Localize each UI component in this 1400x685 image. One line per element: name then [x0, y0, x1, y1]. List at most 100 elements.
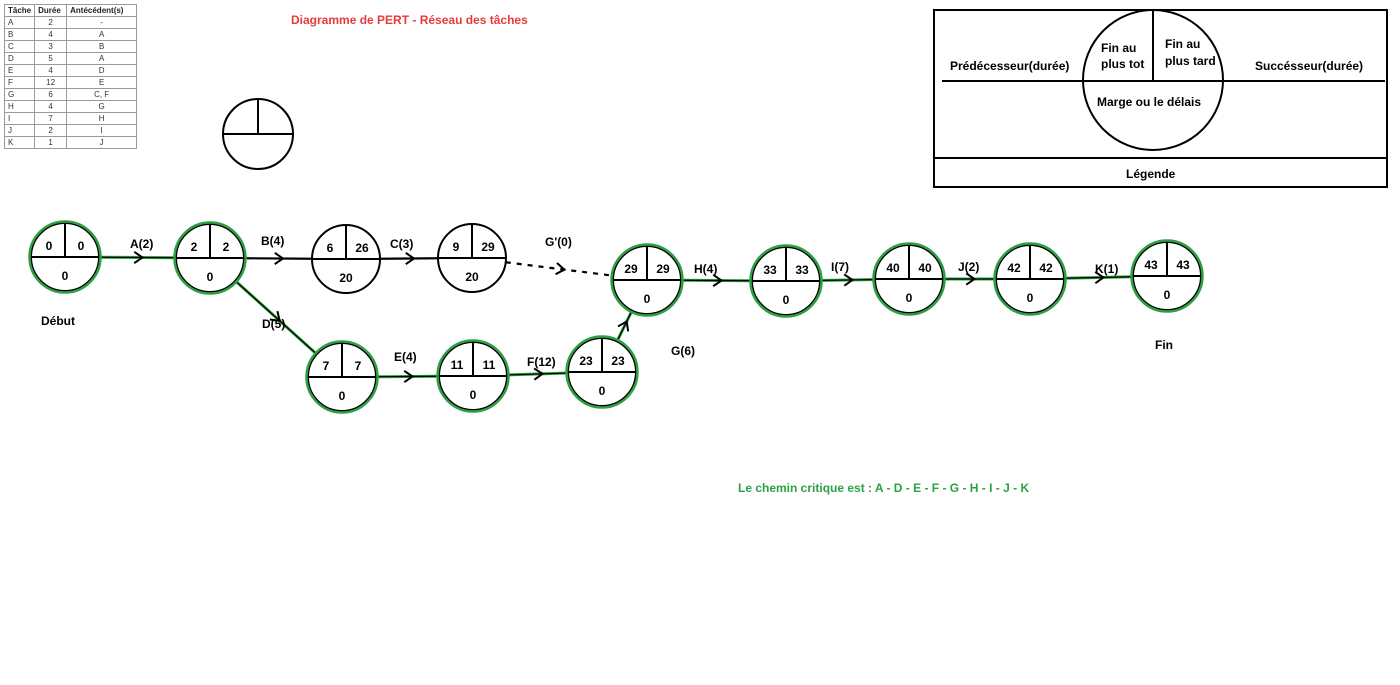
node-slack: 0 — [599, 384, 606, 398]
start-label: Début — [41, 314, 75, 328]
node-slack: 20 — [339, 271, 353, 285]
task-table-header: Tâche Durée Antécédent(s) — [3, 4, 138, 17]
node-slack: 0 — [470, 388, 477, 402]
legend-late-line1: Fin au — [1165, 37, 1200, 51]
node-early: 9 — [453, 240, 460, 254]
edge: C(3) — [379, 237, 439, 265]
node-early: 6 — [327, 241, 334, 255]
edge-label: D(5) — [262, 317, 285, 331]
critical-path-text: Le chemin critique est : A - D - E - F -… — [738, 481, 1029, 495]
edge-label: C(3) — [390, 237, 413, 251]
node-critical-ring — [993, 242, 1067, 316]
edge-arrowhead — [533, 367, 545, 381]
node-early: 23 — [579, 354, 593, 368]
node-late: 29 — [656, 262, 670, 276]
edge-line — [234, 280, 318, 355]
diagram-title: Diagramme de PERT - Réseau des tâches — [291, 13, 528, 27]
edge-line — [506, 372, 569, 376]
node-critical-ring — [1130, 239, 1204, 313]
node-early: 40 — [886, 261, 900, 275]
edge: F(12) — [506, 355, 569, 381]
legend-successor: Succésseur(durée) — [1255, 59, 1363, 73]
edge: H(4) — [680, 262, 753, 287]
node-late: 11 — [483, 358, 496, 372]
legend-early-line2: plus tot — [1101, 57, 1144, 71]
node-late: 7 — [355, 359, 362, 373]
edge-arrowhead — [712, 274, 724, 287]
task-cell: K — [3, 136, 36, 149]
edge-label: I(7) — [831, 260, 849, 274]
node-critical-ring — [305, 340, 379, 414]
edge-label: A(2) — [130, 237, 153, 251]
predecessor-cell: J — [66, 136, 138, 149]
node-critical-ring — [749, 244, 823, 318]
edge: G(6) — [615, 309, 695, 358]
edge-arrowhead — [133, 251, 145, 264]
node-late: 40 — [918, 261, 932, 275]
edge-label: J(2) — [958, 260, 979, 274]
legend: Prédécesseur(durée) Succésseur(durée) Fi… — [933, 9, 1388, 188]
pert-node: 23 23 0 — [565, 335, 639, 409]
edge-line — [1063, 276, 1134, 279]
node-late: 29 — [481, 240, 495, 254]
node-early: 7 — [323, 359, 330, 373]
edge-label: G'(0) — [545, 235, 572, 249]
edge: B(4) — [243, 234, 313, 265]
edge-label: G(6) — [671, 344, 695, 358]
edge-line — [98, 256, 177, 259]
edge-arrowhead — [405, 252, 416, 265]
node-early: 42 — [1007, 261, 1021, 275]
node-slack: 0 — [906, 291, 913, 305]
node-critical-ring — [436, 339, 510, 413]
node-critical-ring — [610, 243, 684, 317]
edge-arrowhead — [617, 319, 630, 332]
legend-early-line1: Fin au — [1101, 41, 1136, 55]
pert-node: 9 29 20 — [437, 223, 507, 293]
node-slack: 20 — [465, 270, 479, 284]
node-slack: 0 — [1027, 291, 1034, 305]
edge: I(7) — [819, 260, 876, 287]
node-early: 0 — [46, 239, 53, 253]
node-slack: 0 — [62, 269, 69, 283]
node-late: 42 — [1039, 261, 1053, 275]
node-early: 29 — [624, 262, 638, 276]
edge: G'(0) — [505, 235, 614, 277]
legend-slack: Marge ou le délais — [1097, 95, 1201, 109]
edge-arrowhead — [555, 262, 567, 276]
node-critical-ring — [173, 221, 247, 295]
edge: D(5) — [234, 279, 318, 356]
edge-arrowhead — [274, 252, 285, 265]
sample-node — [222, 98, 294, 170]
edges-layer: A(2)B(4)C(3)G'(0)D(5)E(4)F(12)G(6)H(4)I(… — [98, 234, 1134, 383]
node-early: 33 — [763, 263, 777, 277]
node-late: 23 — [611, 354, 625, 368]
edge-arrowhead — [1094, 271, 1106, 285]
edge-arrowhead — [965, 272, 977, 286]
legend-caption: Légende — [1126, 167, 1176, 181]
node-critical-ring — [565, 335, 639, 409]
node-early: 43 — [1144, 258, 1158, 272]
edge: K(1) — [1063, 262, 1134, 285]
node-slack: 0 — [207, 270, 214, 284]
edge-line — [819, 278, 876, 282]
node-late: 26 — [355, 241, 369, 255]
edge-line — [243, 257, 313, 260]
edge-label: K(1) — [1095, 262, 1118, 276]
node-slack: 0 — [1164, 288, 1171, 302]
duration-cell: 1 — [34, 136, 68, 149]
edge-line — [680, 279, 753, 282]
edge-label: B(4) — [261, 234, 284, 248]
node-slack: 0 — [783, 293, 790, 307]
node-late: 2 — [223, 240, 230, 254]
